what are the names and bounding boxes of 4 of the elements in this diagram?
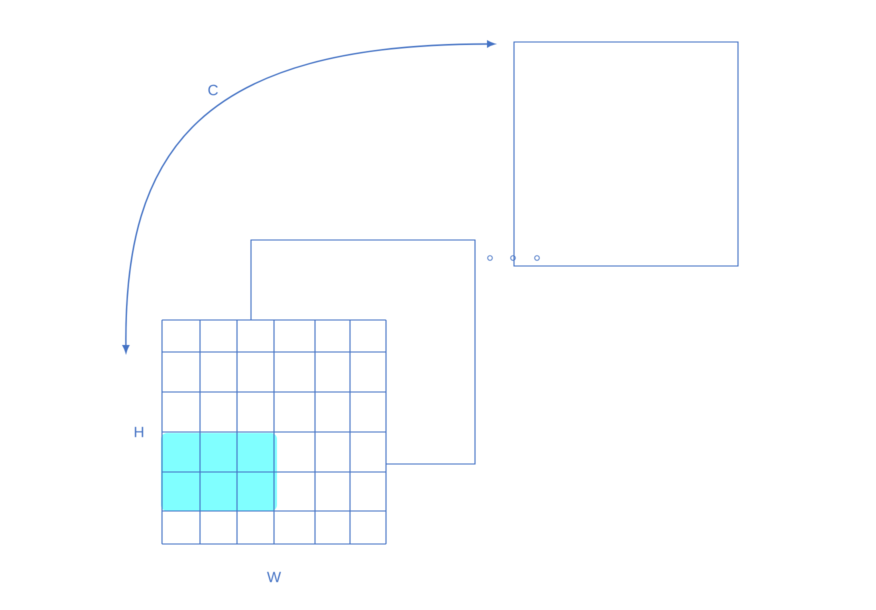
dimension-label: H (134, 426, 144, 438)
dimension-label: C (208, 84, 218, 96)
feature-map-square (513, 41, 739, 267)
dimension-label: W (267, 572, 281, 582)
